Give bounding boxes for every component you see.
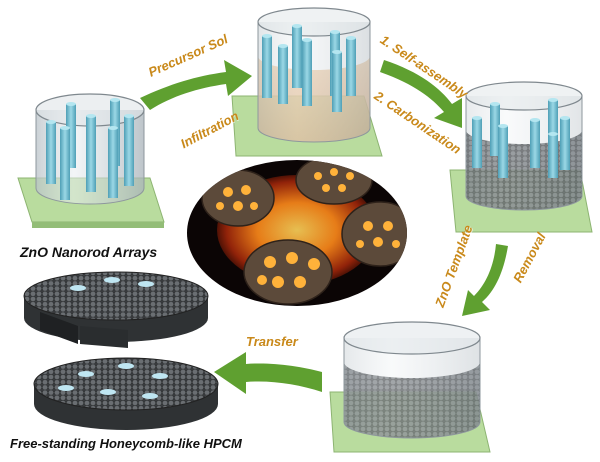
nanorod-array bbox=[262, 24, 356, 112]
nanorod-array bbox=[472, 98, 570, 178]
green-curved-arrow-icon bbox=[380, 60, 462, 128]
transfer-label: Transfer bbox=[246, 334, 298, 349]
glowing-carbon-discs-photo bbox=[187, 160, 407, 306]
green-curved-arrow-icon bbox=[462, 244, 508, 316]
hpcm-film-cross-section bbox=[23, 271, 209, 348]
precursor-infiltrated-beaker bbox=[231, 7, 383, 157]
glass-beaker-icon bbox=[343, 338, 481, 439]
nanorod-array bbox=[46, 98, 134, 200]
template-removed-beaker bbox=[329, 321, 491, 453]
free-standing-hpcm-caption: Free-standing Honeycomb-like HPCM bbox=[10, 436, 242, 451]
carbonized-beaker bbox=[449, 81, 593, 233]
hpcm-film-free-standing bbox=[33, 357, 219, 430]
zno-nanorod-beaker bbox=[17, 93, 165, 228]
green-curved-arrow-icon bbox=[214, 352, 322, 394]
green-curved-arrow-icon bbox=[140, 60, 252, 110]
zno-nanorod-arrays-caption: ZnO Nanorod Arrays bbox=[20, 244, 158, 260]
